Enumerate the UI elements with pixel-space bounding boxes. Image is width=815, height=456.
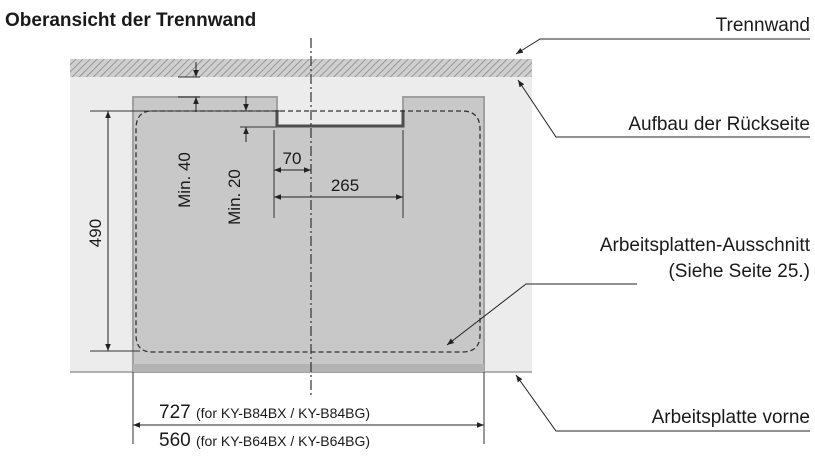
dim-70-label: 70 xyxy=(283,149,302,168)
label-cutout-line1: Arbeitsplatten-Ausschnitt xyxy=(600,235,811,256)
callout-rear-leader xyxy=(517,79,810,138)
dim-min20-label: Min. 20 xyxy=(225,169,244,225)
worktop-cutout-outline xyxy=(135,110,481,353)
dim-width-727-value: 727 xyxy=(159,402,191,423)
dim-width-560-models: (for KY-B64BX / KY-B64BG) xyxy=(196,433,370,449)
hob-front-band xyxy=(133,364,484,372)
partition-wall xyxy=(70,59,532,77)
callout-front-leader xyxy=(515,374,810,432)
label-front-worktop: Arbeitsplatte vorne xyxy=(652,407,810,428)
dim-min40-label: Min. 40 xyxy=(175,152,194,208)
dim-490-label: 490 xyxy=(86,219,105,247)
hob-body xyxy=(132,96,485,373)
hob-notch-edge xyxy=(275,110,405,128)
diagram-title: Oberansicht der Trennwand xyxy=(5,10,256,31)
dim-width-727-text: 727 (for KY-B84BX / KY-B84BG) xyxy=(159,402,370,423)
callout-cutout-leader xyxy=(446,283,637,346)
dim-265-label: 265 xyxy=(331,176,359,195)
label-partition: Trennwand xyxy=(716,15,810,36)
dim-width-560-value: 560 xyxy=(159,430,191,451)
label-cutout-line2: (Siehe Seite 25.) xyxy=(668,261,810,282)
label-rear-structure: Aufbau der Rückseite xyxy=(628,114,810,135)
dim-width-560-text: 560 (for KY-B64BX / KY-B64BG) xyxy=(159,430,370,451)
callout-partition-leader xyxy=(515,38,810,55)
dim-width-727-models: (for KY-B84BX / KY-B84BG) xyxy=(196,405,370,421)
